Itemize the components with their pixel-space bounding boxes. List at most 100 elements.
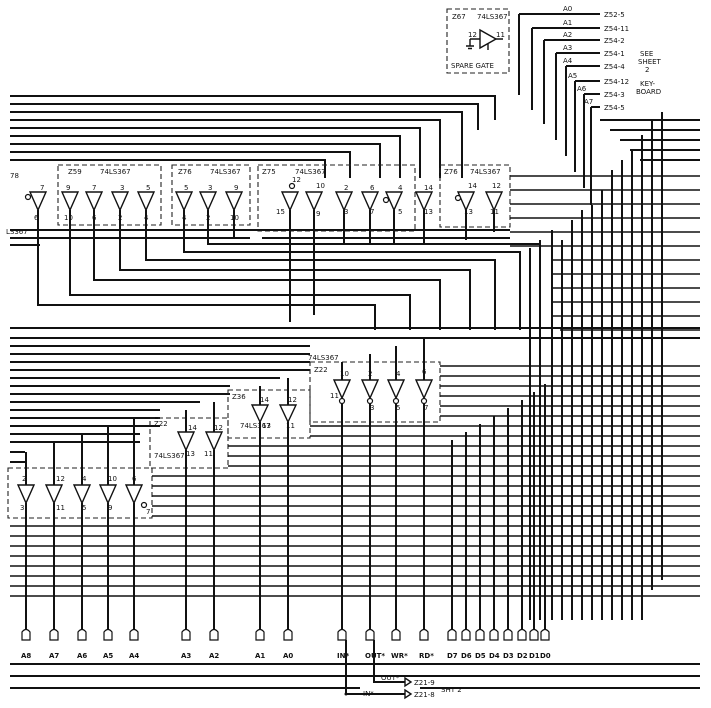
connector-label: A2 — [209, 652, 219, 660]
svg-text:12: 12 — [492, 182, 501, 190]
tap-signal-a6: A6 — [577, 85, 587, 93]
chip-z22b-ref: Z22 — [154, 420, 168, 428]
connector-body — [447, 628, 457, 641]
svg-text:4: 4 — [82, 475, 87, 483]
upper-gate-routing — [37, 210, 541, 330]
connector-body — [517, 628, 527, 641]
keyboard-line-2: BOARD — [636, 88, 661, 96]
spare-gate-box: Z67 74LS367 12 11 SPARE GATE — [446, 8, 510, 74]
svg-text:5: 5 — [184, 184, 188, 192]
svg-text:6: 6 — [370, 184, 375, 192]
svg-text:7: 7 — [424, 404, 428, 412]
svg-text:3: 3 — [344, 208, 348, 216]
chip-z76b-part: 74LS367 — [470, 168, 501, 176]
svg-text:14: 14 — [468, 182, 477, 190]
connector-label: OUT* — [365, 652, 385, 660]
svg-text:10: 10 — [316, 182, 325, 190]
connector-label: WR* — [391, 652, 408, 660]
connector-d3: D3 — [503, 628, 514, 660]
connector-body — [181, 628, 191, 641]
connector-body — [419, 628, 429, 641]
chip-z36-ref: Z36 — [232, 393, 246, 401]
tap-dest-a1: Z54-11 — [604, 25, 629, 33]
svg-text:2: 2 — [22, 475, 26, 483]
svg-text:10: 10 — [64, 214, 73, 222]
output-signal-out: OUT* — [381, 674, 400, 682]
connector-body — [255, 628, 265, 641]
svg-text:9: 9 — [108, 504, 112, 512]
upper-horizontal-bus — [10, 95, 496, 178]
connector-label: D6 — [461, 652, 472, 660]
connector-body — [283, 628, 293, 641]
tap-signal-a3: A3 — [563, 44, 572, 52]
svg-text:5: 5 — [398, 208, 402, 216]
see-sheet-line-1: SEE — [640, 50, 653, 58]
left-edge-label-top: 78 — [10, 172, 19, 180]
connector-label: D4 — [489, 652, 500, 660]
connector-d4: D4 — [489, 628, 500, 660]
tap-dest-a3: Z54-1 — [604, 50, 625, 58]
svg-text:9: 9 — [66, 184, 70, 192]
connector-d5: D5 — [475, 628, 486, 660]
svg-text:3: 3 — [208, 184, 212, 192]
svg-text:11: 11 — [204, 450, 213, 458]
connector-a0: A0 — [283, 628, 293, 660]
connector-body — [529, 628, 539, 641]
spare-gate-label: SPARE GATE — [451, 62, 494, 70]
tap-dest-a7: Z54-5 — [604, 104, 625, 112]
svg-text:14: 14 — [188, 424, 197, 432]
connector-label: RD* — [419, 652, 434, 660]
output-dest-in: Z21-8 — [414, 691, 435, 699]
svg-text:4: 4 — [398, 184, 403, 192]
upper-left-stubs — [10, 237, 40, 246]
svg-text:14: 14 — [260, 396, 269, 404]
output-signal-in: IN* — [363, 690, 374, 698]
output-dest-out: Z21-9 — [414, 679, 435, 687]
tap-signal-a7: A7 — [584, 98, 593, 106]
right-upper-stubs — [510, 119, 700, 331]
tap-signal-a4: A4 — [563, 57, 573, 65]
svg-text:7: 7 — [92, 184, 96, 192]
svg-text:5: 5 — [146, 184, 150, 192]
connector-label: A8 — [21, 652, 31, 660]
connector-wr-star: WR* — [391, 628, 408, 660]
svg-text:9: 9 — [316, 210, 320, 218]
svg-text:13: 13 — [424, 208, 433, 216]
tap-signal-a0: A0 — [563, 5, 572, 13]
svg-text:3: 3 — [370, 404, 374, 412]
tap-dest-a4: Z54-4 — [604, 63, 625, 71]
connector-a8: A8 — [21, 628, 31, 660]
svg-text:10: 10 — [340, 370, 349, 378]
gate-u10: 10 9 — [304, 182, 325, 218]
address-tap-lines — [518, 13, 600, 205]
connector-body — [21, 628, 31, 641]
connector-body — [540, 628, 550, 641]
chip-z59-part: 74LS367 — [100, 168, 131, 176]
svg-text:12: 12 — [56, 475, 65, 483]
connector-body — [461, 628, 471, 641]
svg-text:3: 3 — [120, 184, 124, 192]
tap-signal-a1: A1 — [563, 19, 572, 27]
connector-a4: A4 — [129, 628, 139, 660]
svg-text:11: 11 — [56, 504, 65, 512]
tap-signal-a5: A5 — [568, 72, 577, 80]
spare-gate-wiring — [466, 38, 503, 50]
svg-text:9: 9 — [234, 184, 238, 192]
connector-label: A0 — [283, 652, 293, 660]
connector-d6: D6 — [461, 628, 472, 660]
svg-text:4: 4 — [396, 370, 401, 378]
connector-a3: A3 — [181, 628, 191, 660]
connector-label: D7 — [447, 652, 458, 660]
tap-dest-a0: Z52-5 — [604, 11, 625, 19]
svg-text:13: 13 — [262, 422, 271, 430]
connector-body — [365, 628, 375, 641]
svg-text:7: 7 — [146, 508, 150, 516]
lower-horizontal-bus — [10, 327, 700, 463]
spare-gate-ref: Z67 — [452, 13, 466, 21]
connector-label: D0 — [540, 652, 551, 660]
svg-text:6: 6 — [34, 214, 39, 222]
